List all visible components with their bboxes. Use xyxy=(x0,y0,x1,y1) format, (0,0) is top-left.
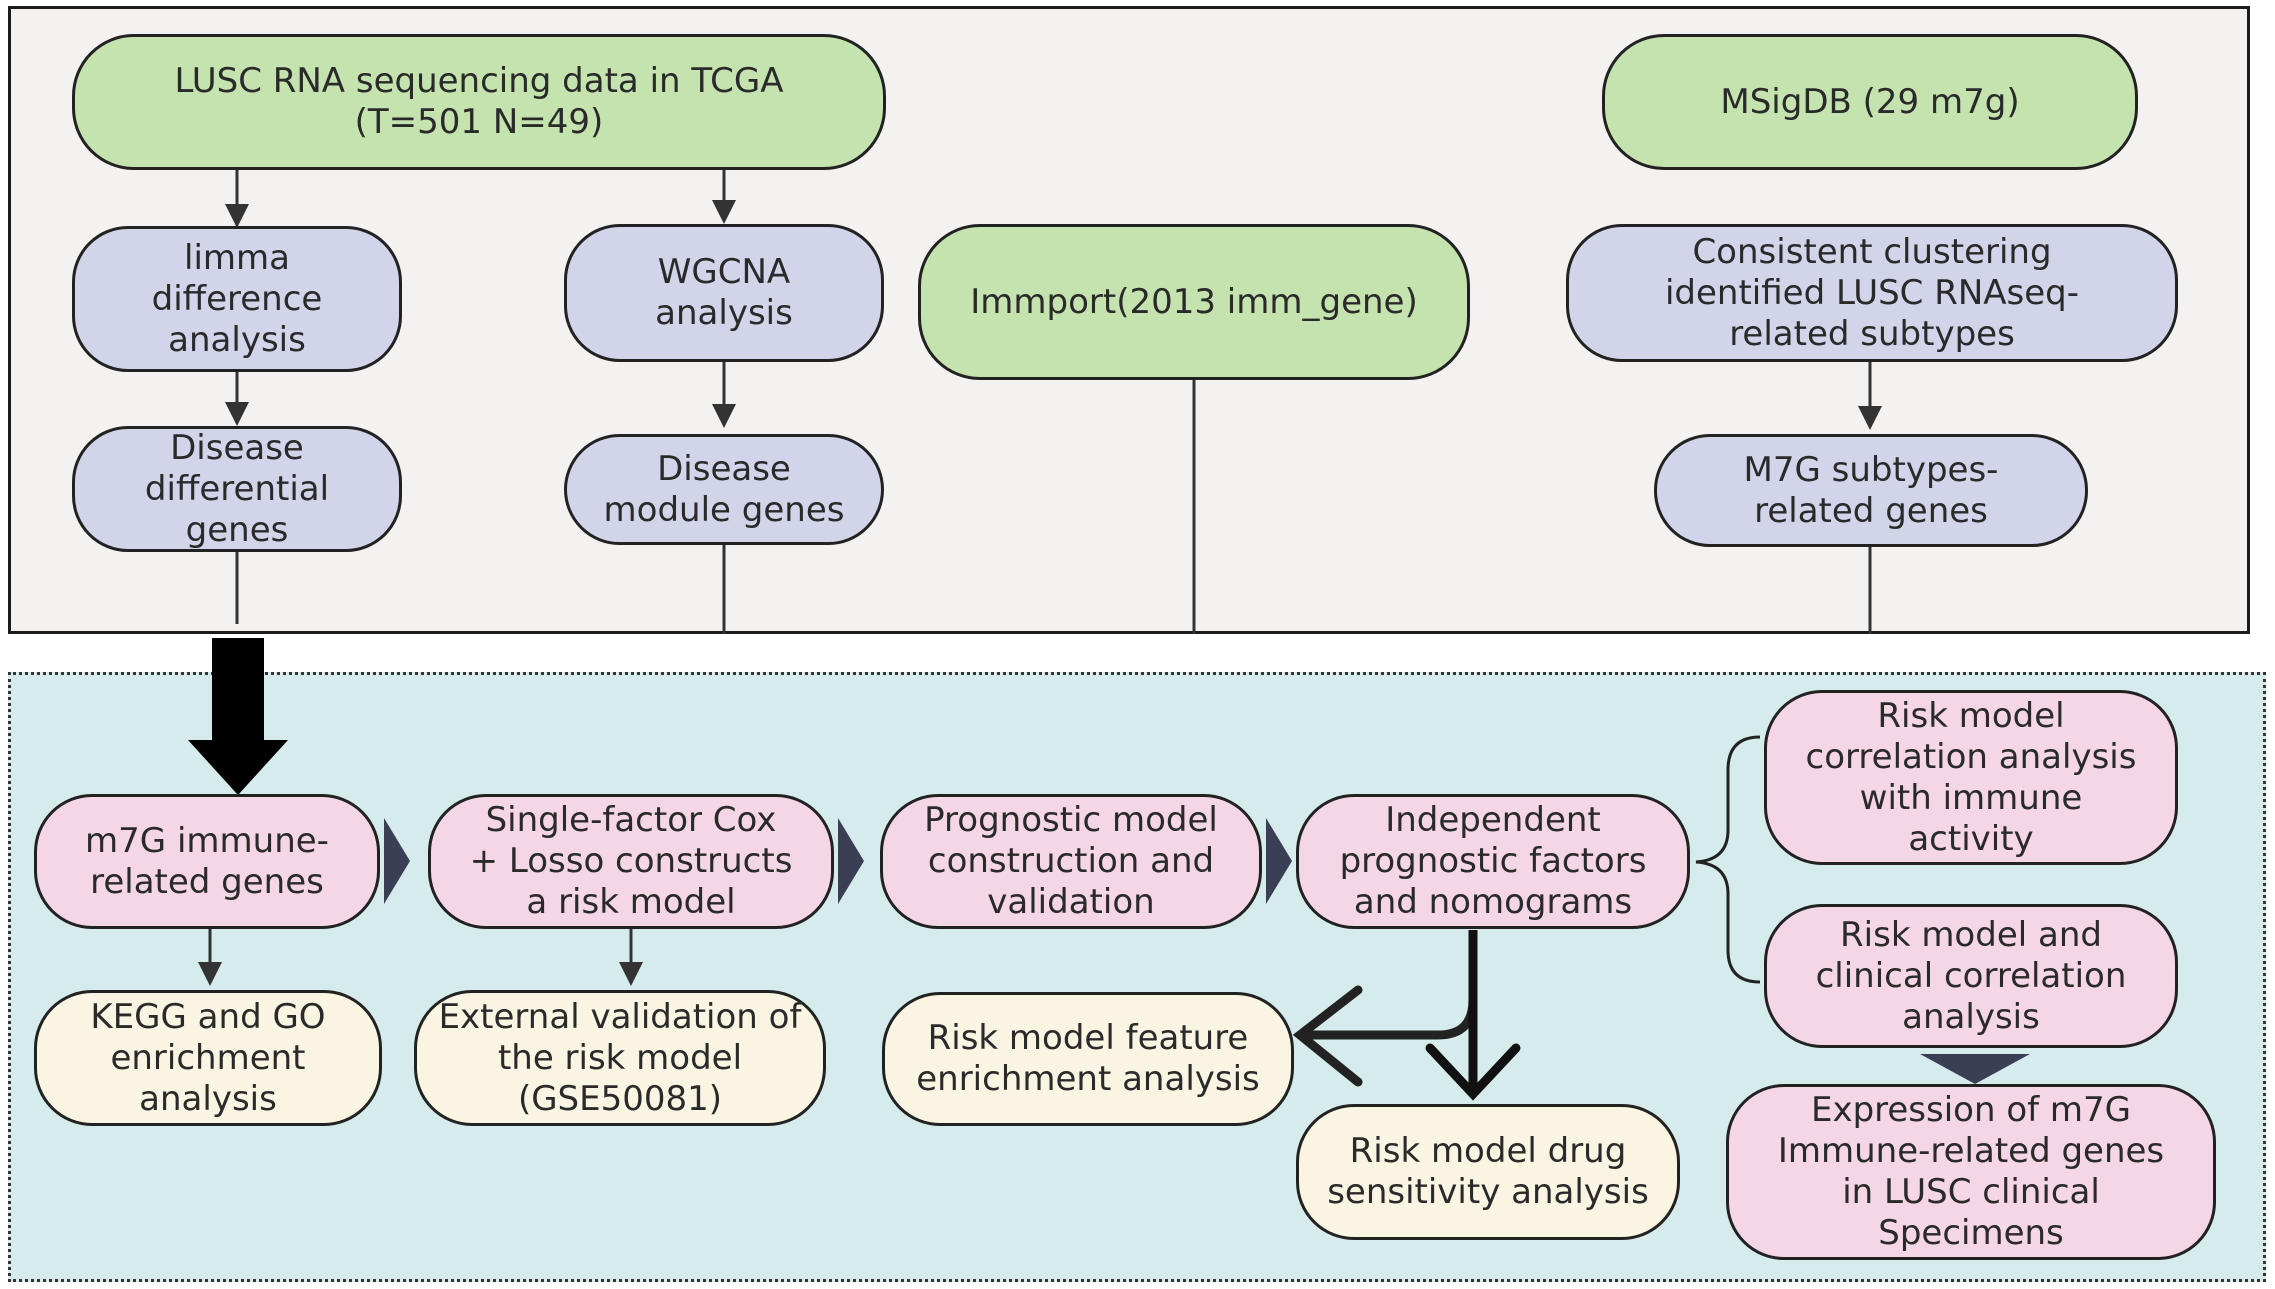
triangle-to-expression xyxy=(1920,1054,2030,1084)
m7g-immune-genes-box: m7G immune- related genes xyxy=(34,794,380,929)
independent-prognostic-factors-box: Independent prognostic factors and nomog… xyxy=(1296,794,1690,929)
immune-activity-correlation-box: Risk model correlation analysis with imm… xyxy=(1764,690,2178,865)
arrowhead-drug-sensitivity xyxy=(1425,1043,1521,1101)
m7g-subtype-genes-box: M7G subtypes- related genes xyxy=(1654,434,2088,547)
feature-enrichment-box: Risk model feature enrichment analysis xyxy=(882,992,1294,1126)
arrowhead-feature-enrichment xyxy=(1292,985,1363,1087)
drug-sensitivity-box: Risk model drug sensitivity analysis xyxy=(1296,1104,1680,1240)
disease-differential-genes-box: Disease differential genes xyxy=(72,426,402,552)
chevron-3 xyxy=(1266,818,1292,904)
consistent-clustering-box: Consistent clustering identified LUSC RN… xyxy=(1566,224,2178,362)
external-validation-box: External validation of the risk model (G… xyxy=(414,990,826,1126)
msigdb-box: MSigDB (29 m7g) xyxy=(1602,34,2138,170)
disease-module-genes-box: Disease module genes xyxy=(564,434,884,545)
chevron-1 xyxy=(384,818,410,904)
prognostic-model-box: Prognostic model construction and valida… xyxy=(880,794,1262,929)
immport-box: Immport(2013 imm_gene) xyxy=(918,224,1470,380)
kegg-go-enrichment-box: KEGG and GO enrichment analysis xyxy=(34,990,382,1126)
clinical-specimens-expression-box: Expression of m7G Immune-related genes i… xyxy=(1726,1084,2216,1260)
curly-brace xyxy=(1695,735,1761,984)
wgcna-analysis-box: WGCNA analysis xyxy=(564,224,884,362)
big-arrow-head xyxy=(188,740,288,795)
arrow-to-feature-enrichment xyxy=(1305,930,1478,1040)
clinical-correlation-box: Risk model and clinical correlation anal… xyxy=(1764,904,2178,1048)
cox-losso-risk-model-box: Single-factor Cox + Losso constructs a r… xyxy=(428,794,834,929)
lusc-tcga-data-box: LUSC RNA sequencing data in TCGA (T=501 … xyxy=(72,34,886,170)
big-arrow-shaft xyxy=(212,638,264,742)
limma-analysis-box: limma difference analysis xyxy=(72,226,402,372)
chevron-2 xyxy=(838,818,864,904)
